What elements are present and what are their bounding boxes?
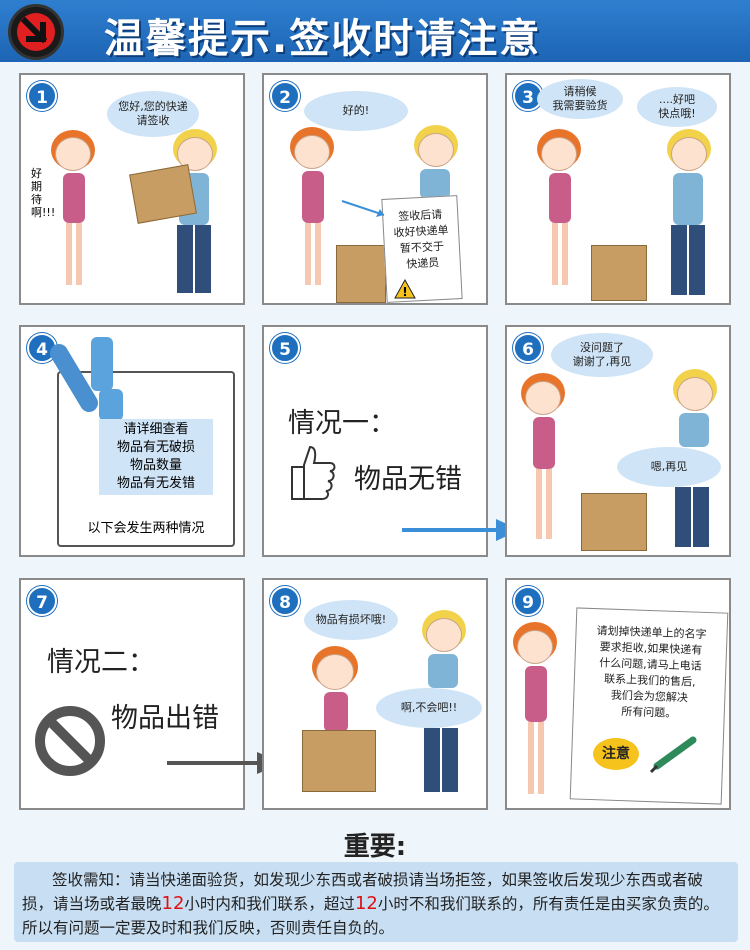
check-line: 请详细查看 [123, 422, 189, 437]
speech-bubble-girl: 没问题了 谢谢了,再见 [551, 333, 653, 377]
step-number: 6 [513, 333, 543, 363]
panel-5: 5 情况一： 物品无错 [262, 325, 520, 557]
damaged-package-box [302, 730, 376, 792]
arrow-right-icon [402, 519, 520, 541]
checklist: 请详细查看 物品有无破损 物品数量 物品有无发错 [99, 419, 213, 495]
panel-6: 6 没问题了 谢谢了,再见 嗯,再见 [505, 325, 731, 557]
step-number: 8 [270, 586, 300, 616]
thumbs-up-icon [291, 445, 336, 500]
panel-3: 3 请稍候 我需要验货 ....好吧 快点哦! [505, 73, 731, 305]
panel-7: 7 情况二： 物品出错 [19, 578, 283, 810]
speech-bubble-girl: 请稍候 我需要验货 [537, 79, 623, 119]
arrow-down-icon [8, 4, 64, 60]
step-number: 2 [270, 81, 300, 111]
notice-text: 签收需知：请当快递面验货，如发现少东西或者破损请当场拒签，如果签收后发现少东西或… [22, 871, 704, 913]
package-box [129, 164, 197, 224]
speech-bubble-girl: 物品有损坏哦! [304, 600, 398, 640]
pipe-icon [50, 337, 123, 421]
speech-bubble-boy: 啊,不会吧!! [376, 688, 482, 728]
speech-bubble-girl: 好的! [304, 91, 408, 131]
sketch-frame [57, 371, 235, 547]
speech-bubble-boy: 您好,您的快递 请签收 [107, 91, 199, 137]
notice-hours: 12 [354, 893, 378, 914]
girl-side-text: 好期待啊!!! [31, 167, 56, 219]
package-box [591, 245, 647, 301]
check-line: 物品有无发错 [116, 476, 195, 491]
check-line: 物品数量 [129, 458, 182, 473]
open-package-box [581, 493, 647, 551]
prohibited-icon [35, 706, 105, 776]
svg-text:!: ! [402, 285, 407, 299]
panel-9: 9 请划掉快递单上的名字 要求拒收,如果快递有 什么问题,请马上电话 联系上我们… [505, 578, 731, 810]
panel-8: 8 物品有损坏哦! 啊,不会吧!! [262, 578, 488, 810]
panel-4: 4 请详细查看 物品有无破损 物品数量 物品有无发错 以下会发生两种情况 [19, 325, 245, 557]
speech-bubble-boy: 嗯,再见 [617, 447, 721, 487]
notice-hours: 12 [161, 893, 185, 914]
case-result: 物品出错 [111, 703, 219, 734]
step-number: 9 [513, 586, 543, 616]
notice-box: 签收需知：请当快递面验货，如发现少东西或者破损请当场拒签，如果签收后发现少东西或… [14, 862, 738, 942]
arrow-icon [341, 200, 385, 217]
pen-icon [649, 736, 697, 774]
check-line: 物品有无破损 [116, 440, 195, 455]
panel-2: 2 好的! 签收后请 收好快递单 暂不交于 快递员 ! [262, 73, 488, 305]
panel-caption: 以下会发生两种情况 [87, 521, 205, 536]
step-number: 7 [27, 586, 57, 616]
warning-icon: ! [394, 279, 416, 299]
attention-stamp: 注意 [593, 738, 639, 770]
case-label: 情况二： [47, 647, 155, 678]
step-number: 5 [270, 333, 300, 363]
step-number: 1 [27, 81, 57, 111]
package-box [336, 245, 386, 303]
header-banner: 温馨提示.签收时请注意 [0, 0, 750, 62]
notice-text: 小时不和我们联系的，所有责任是由买家负责的。所以有问题一定要及时和我们反映，否则… [22, 895, 719, 937]
notice-text: 小时内和我们联系，超过 [184, 895, 355, 913]
case-label: 情况一： [288, 408, 396, 439]
case-result: 物品无错 [354, 464, 462, 495]
speech-bubble-boy: ....好吧 快点哦! [637, 87, 717, 127]
important-heading: 重要: [343, 832, 407, 862]
page-title: 温馨提示.签收时请注意 [104, 16, 542, 62]
panel-1: 1 您好,您的快递 请签收 好期待啊!!! [19, 73, 245, 305]
